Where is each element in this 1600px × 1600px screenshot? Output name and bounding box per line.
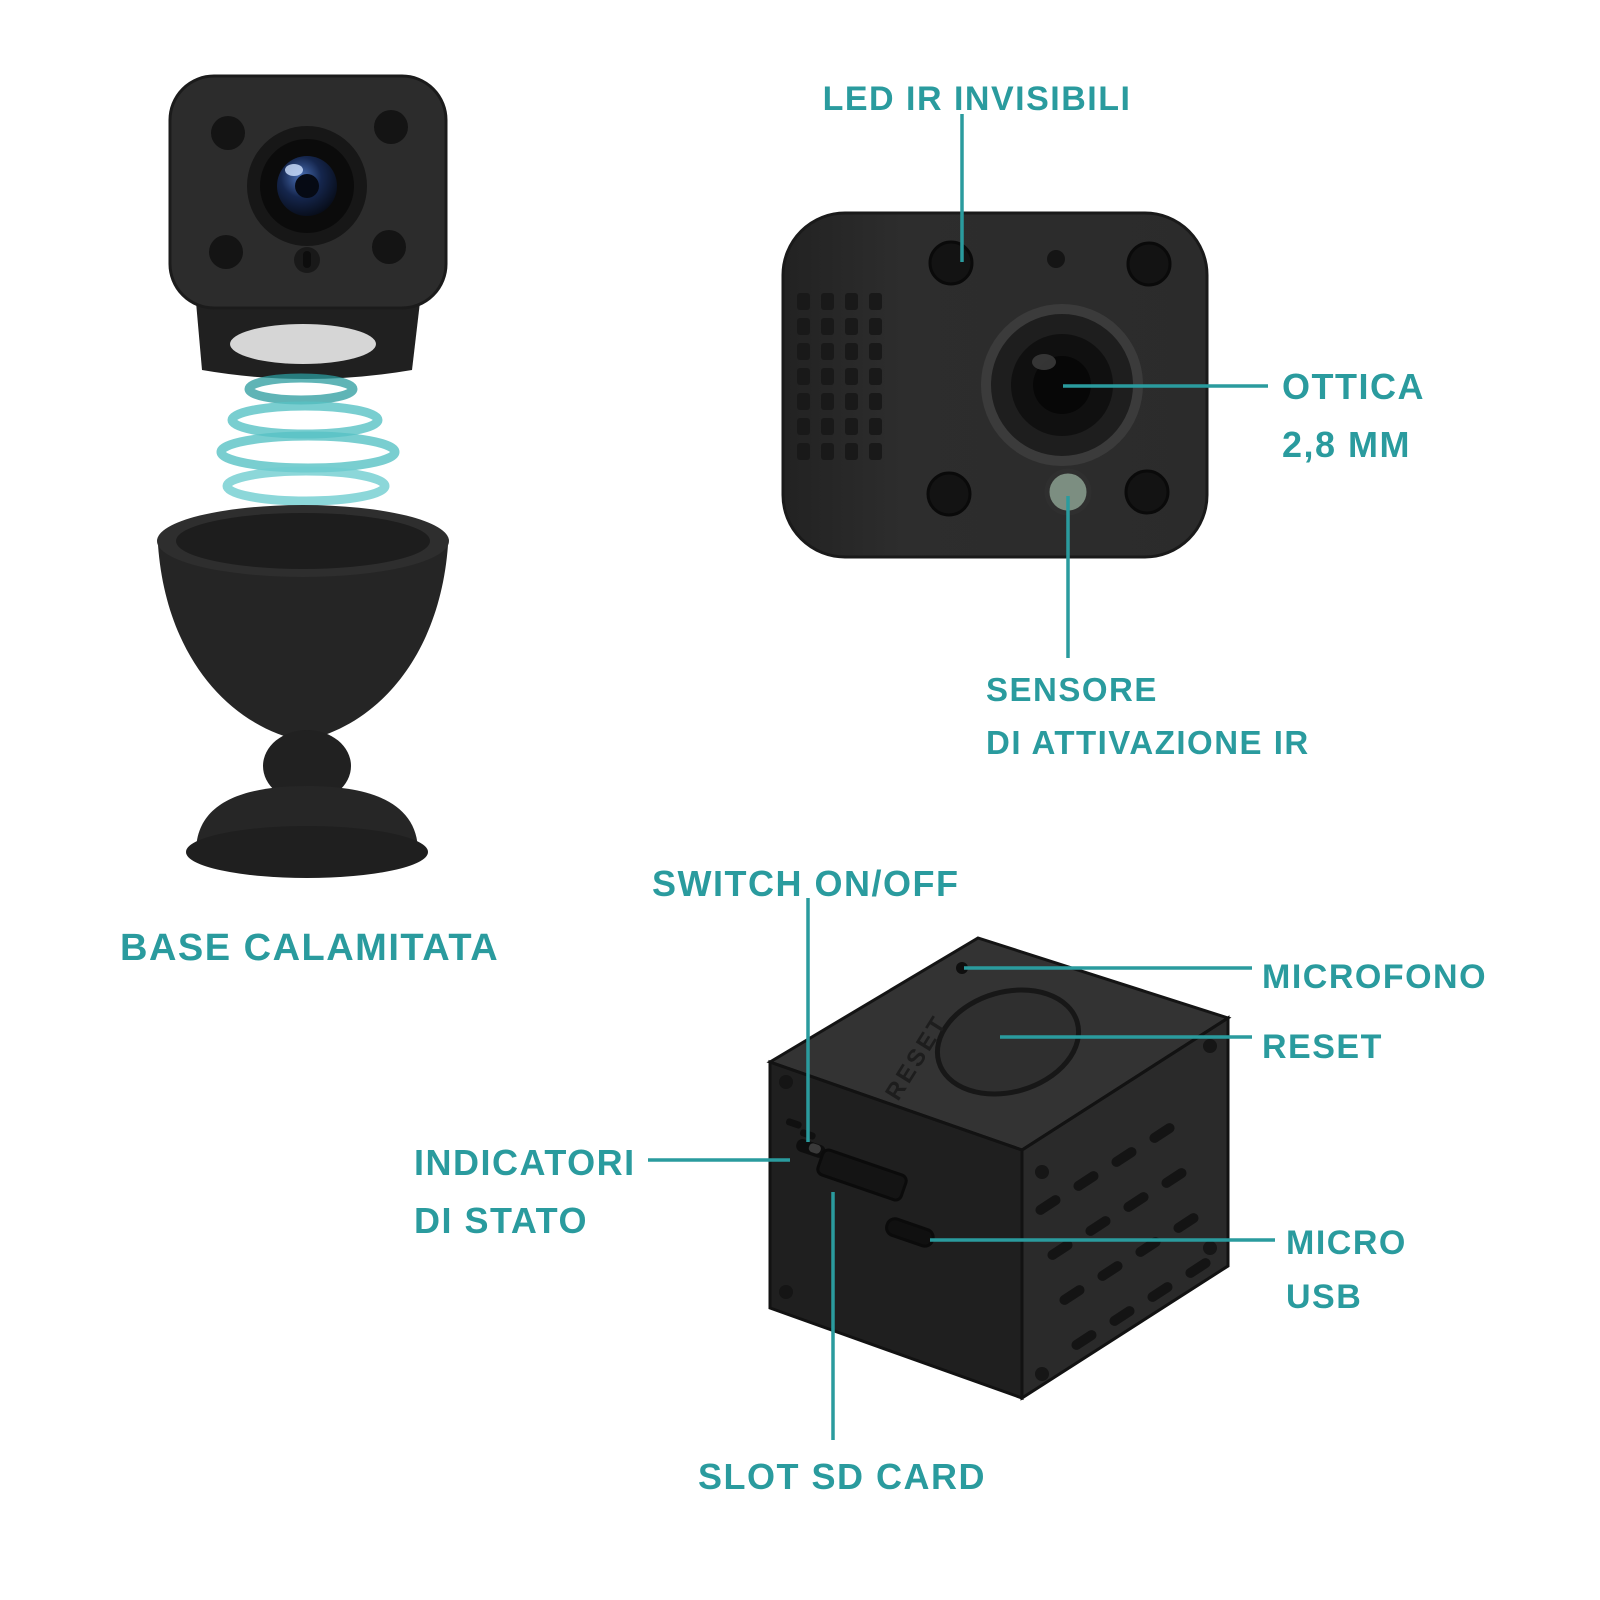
label-base-calamitata: BASE CALAMITATA xyxy=(120,927,500,969)
screw xyxy=(779,1285,793,1299)
ir-led xyxy=(926,471,972,517)
ir-led xyxy=(1124,469,1170,515)
label-sensore-line2: DI ATTIVAZIONE IR xyxy=(986,723,1310,761)
ir-led xyxy=(372,230,406,264)
label-micro-usb-line1: MICRO xyxy=(1286,1224,1407,1262)
label-ottica-line1: OTTICA xyxy=(1282,366,1425,407)
screw xyxy=(1203,1241,1217,1255)
label-reset: RESET xyxy=(1262,1028,1383,1066)
label-indicatori-line1: INDICATORI xyxy=(414,1142,636,1183)
reset-button xyxy=(934,987,1082,1097)
vent-grid xyxy=(797,293,882,460)
screw xyxy=(1035,1367,1049,1381)
ir-led xyxy=(211,116,245,150)
magnetic-rings xyxy=(216,373,400,506)
camera-above-magnetic-base-illustration xyxy=(157,74,449,878)
camera-cube xyxy=(168,74,448,310)
label-indicatori-line2: DI STATO xyxy=(414,1199,588,1241)
label-microfono: MICROFONO xyxy=(1262,958,1488,996)
label-micro-usb: MICRO USB xyxy=(1286,1216,1407,1325)
sd-card-slot xyxy=(816,1148,908,1202)
microphone-hole xyxy=(956,962,968,974)
label-ottica-line2: 2,8 MM xyxy=(1282,423,1412,465)
power-switch xyxy=(796,1139,826,1158)
magnetic-base xyxy=(157,505,449,878)
lens xyxy=(981,304,1143,466)
label-sensore: SENSORE DI ATTIVAZIONE IR xyxy=(986,664,1310,770)
label-ottica: OTTICA 2,8 MM xyxy=(1282,358,1425,473)
label-switch-on-off: SWITCH ON/OFF xyxy=(652,863,960,904)
label-sensore-line1: SENSORE xyxy=(986,671,1158,708)
ir-led xyxy=(1126,241,1172,287)
ir-led xyxy=(928,240,974,286)
ir-led xyxy=(374,110,408,144)
light-sensor-dot xyxy=(1047,250,1065,268)
microphone-hole xyxy=(294,247,320,273)
screw xyxy=(1203,1039,1217,1053)
label-led-ir: LED IR INVISIBILI xyxy=(822,80,1132,118)
screw xyxy=(1035,1165,1049,1179)
lens xyxy=(247,126,367,246)
label-slot-sd-card: SLOT SD CARD xyxy=(698,1456,986,1497)
camera-back-view-illustration: RESET xyxy=(766,936,1232,1401)
label-indicatori: INDICATORI DI STATO xyxy=(414,1134,636,1249)
camera-front-view-illustration xyxy=(781,211,1209,559)
screw xyxy=(779,1075,793,1089)
ir-led xyxy=(209,235,243,269)
magnet-pad xyxy=(230,324,376,364)
leader-lines xyxy=(648,114,1275,1440)
label-micro-usb-line2: USB xyxy=(1286,1278,1363,1317)
